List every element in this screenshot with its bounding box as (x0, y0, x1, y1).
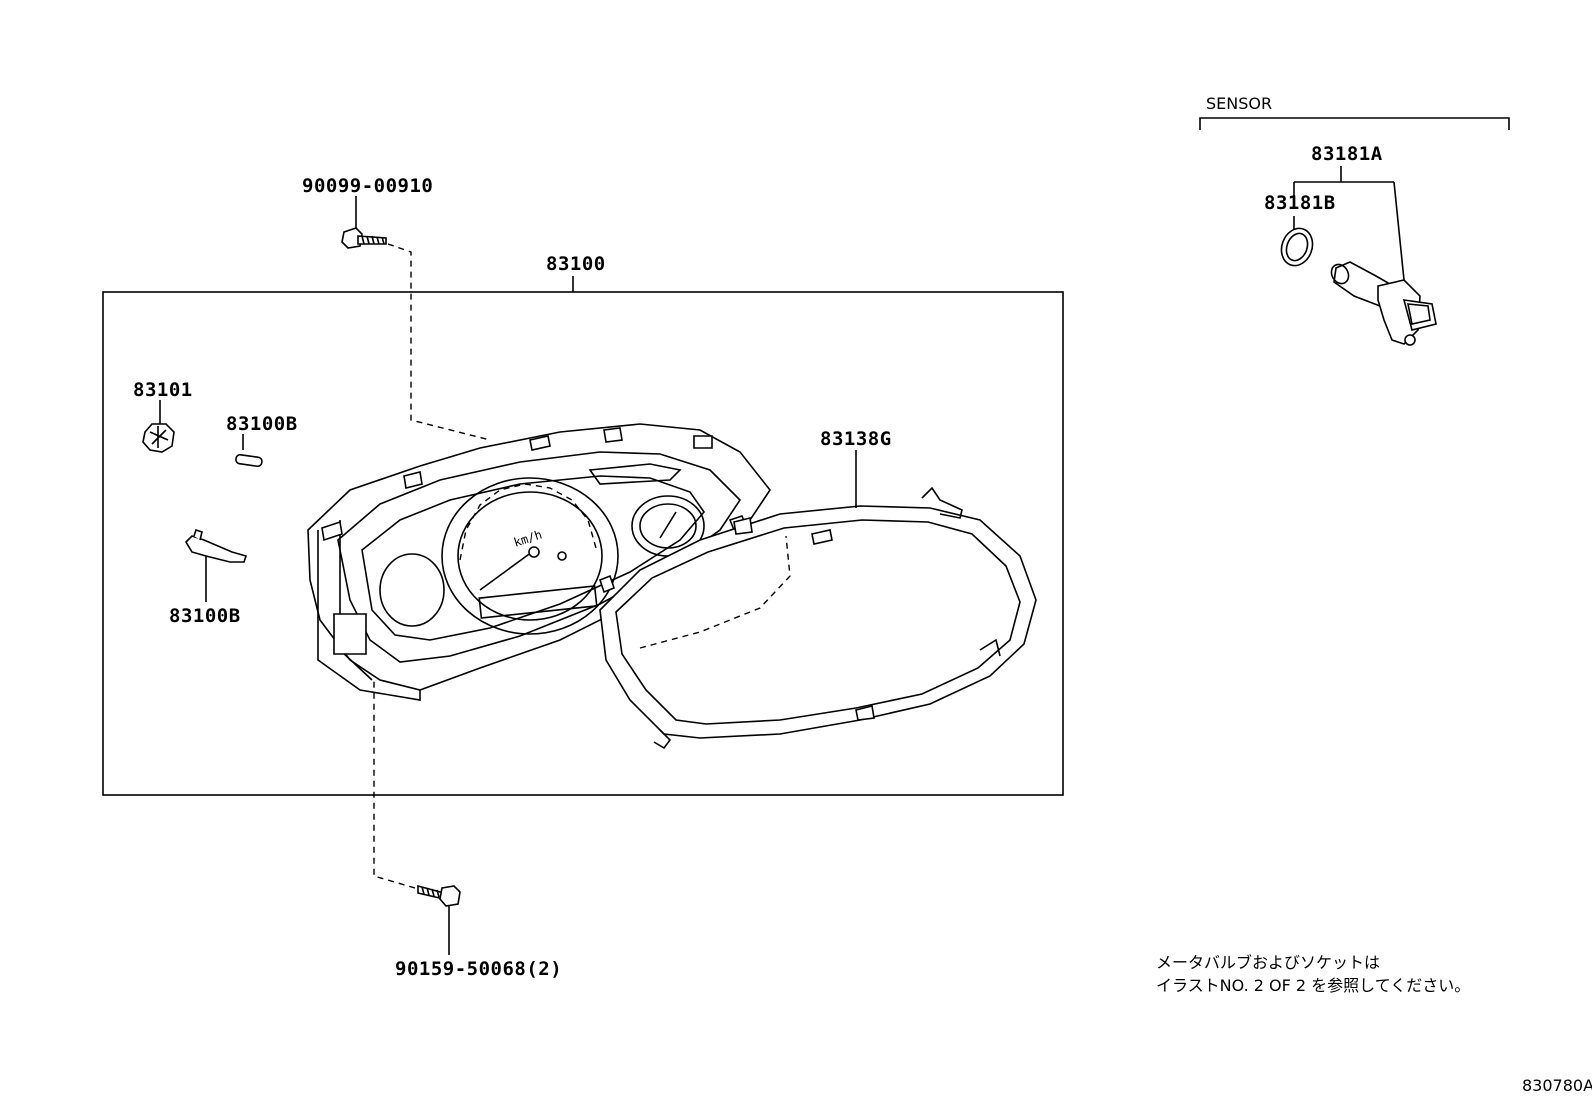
note-line-1: メータバルブおよびソケットは (1156, 953, 1381, 972)
note-line-2: イラストNO. 2 OF 2 を参照してください。 (1156, 976, 1471, 996)
callout-sensor-assy: 83181A (1311, 143, 1383, 165)
callout-meter-assy: 83100 (546, 253, 606, 275)
callout-socket: 83100B (169, 605, 241, 627)
callout-bulb-small: 83101 (133, 379, 193, 401)
dashed-leader-bottom-bolt (373, 650, 416, 889)
assembly-frame (102, 291, 1064, 796)
bolt-bottom-icon (417, 884, 461, 955)
bulb-small-icon (142, 400, 175, 453)
callout-o-ring: 83181B (1264, 192, 1336, 214)
socket-icon (184, 528, 248, 602)
bulb-wedge-icon (235, 434, 263, 468)
meter-cluster-icon (307, 423, 771, 701)
dashed-leader-top-bolt (387, 243, 491, 441)
callout-glass: 83138G (820, 428, 892, 450)
sensor-group-title: SENSOR (1206, 94, 1273, 113)
bolt-top-icon (341, 196, 387, 249)
illustration-code: 830780A (1522, 1076, 1592, 1095)
callout-bolt-bottom: 90159-50068(2) (395, 958, 563, 980)
callout-bulb-wedge: 83100B (226, 413, 298, 435)
leader-83181a (1293, 166, 1405, 281)
note-text: メータバルブおよびソケットは イラストNO. 2 OF 2 を参照してください。 (1156, 951, 1470, 997)
sensor-bracket (1199, 117, 1510, 130)
callout-bolt-top: 90099-00910 (302, 175, 434, 197)
glass-lens-icon (599, 486, 1037, 750)
speed-sensor-icon (1330, 261, 1437, 346)
o-ring-icon (1280, 227, 1314, 267)
